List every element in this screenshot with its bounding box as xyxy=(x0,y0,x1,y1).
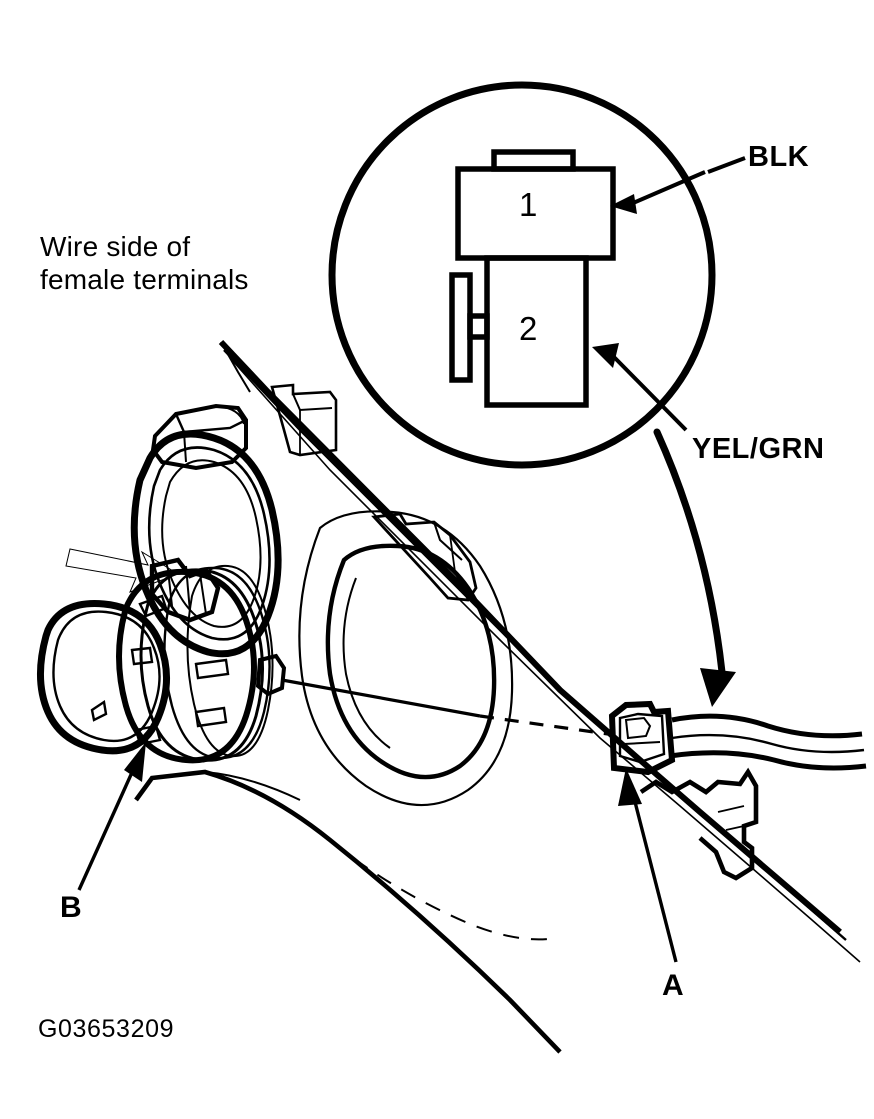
curved-arrow-shaft xyxy=(653,428,726,676)
cap-pull-tab-edge xyxy=(174,413,247,434)
connector-detail-drawing xyxy=(449,149,616,408)
connector-shell-rib xyxy=(623,741,661,745)
cap-pull-tab-top xyxy=(215,405,245,425)
blk-label-stub xyxy=(707,156,746,174)
connector-pin2-body xyxy=(484,255,589,408)
terminal-1-number: 1 xyxy=(519,186,538,223)
socket-front-flange xyxy=(36,600,171,755)
panel-lower-flange-fold xyxy=(717,805,745,813)
cap-pull-tab xyxy=(150,403,248,471)
housing-lower-contour xyxy=(134,769,562,1054)
socket-to-connector-wire xyxy=(281,678,609,736)
curved-arrow-head xyxy=(700,668,736,707)
wire-side-note: Wire side of female terminals xyxy=(40,231,249,296)
wire-hidden-segment xyxy=(479,714,609,736)
connector-shell-outer xyxy=(608,700,676,776)
connector-shell-latch xyxy=(624,716,652,740)
cap-direction-arrow-shape xyxy=(65,548,180,593)
connector-latch-arm xyxy=(467,313,490,340)
panel-lower-flange-fold2 xyxy=(725,825,745,831)
panel-mid-bracket-fold xyxy=(433,521,463,561)
wire-color-label-yel-grn: YEL/GRN xyxy=(692,433,825,465)
housing-bowl-outer xyxy=(298,510,514,807)
yelgrn-arrow-head xyxy=(592,343,619,368)
callout-label-a: A xyxy=(662,969,684,1002)
socket-rubber-cap xyxy=(130,403,282,658)
blk-leader-arrow xyxy=(610,156,746,214)
yelgrn-leader-arrow xyxy=(592,343,688,432)
socket-collar-ring-1 xyxy=(116,568,257,764)
detail-to-connector-curved-arrow xyxy=(653,428,736,707)
callout-b-line xyxy=(77,767,136,891)
socket-face-notch xyxy=(90,699,108,722)
wire-color-label-blk: BLK xyxy=(748,141,810,173)
socket-key-tab-left xyxy=(130,646,154,666)
housing-bowl-inner xyxy=(325,543,497,780)
callout-a-arrowhead xyxy=(618,768,642,806)
blk-arrow-shaft xyxy=(632,170,706,205)
harness-connector xyxy=(608,700,867,776)
socket-front-face xyxy=(52,610,161,743)
callout-b-arrowhead xyxy=(124,742,146,782)
socket-key-tab-top xyxy=(138,594,168,618)
wire-visible-segment xyxy=(281,678,481,718)
bulb-socket-body xyxy=(36,564,287,764)
socket-collar-ring-4 xyxy=(186,564,274,758)
socket-key-tab-lower xyxy=(194,706,228,728)
cap-hinge-rib3 xyxy=(199,573,207,615)
callout-a-leader xyxy=(618,768,678,963)
panel-mid-bracket xyxy=(371,512,478,602)
terminal-2-number: 2 xyxy=(519,310,538,347)
figure-code-label: G03653209 xyxy=(38,1015,175,1043)
panel-upper-bracket-fold xyxy=(292,393,333,412)
panel-rib-apex xyxy=(220,341,251,393)
socket-key-tab-right xyxy=(194,658,230,680)
cap-direction-arrow xyxy=(65,548,180,593)
callout-b-leader xyxy=(77,742,146,891)
connector-wire-upper xyxy=(671,713,863,739)
bulb-socket-assembly xyxy=(36,403,287,764)
connector-pin1-body xyxy=(455,166,616,261)
cap-pull-tab-edge2 xyxy=(183,431,187,463)
panel-lower-flange xyxy=(639,767,759,881)
cap-outer-ring xyxy=(130,430,282,658)
connector-shell-face xyxy=(618,712,666,764)
connector-latch-outer xyxy=(449,272,473,383)
cap-hinge xyxy=(149,557,221,623)
socket-key-tab-bottom xyxy=(134,724,162,746)
callout-label-b: B xyxy=(60,891,82,924)
blk-arrow-head xyxy=(610,194,637,214)
detail-circle-outline xyxy=(328,81,716,469)
yelgrn-arrow-shaft xyxy=(610,353,688,432)
housing-lower-contour-2 xyxy=(204,771,301,801)
housing-bowl-lower-dashed xyxy=(331,841,557,941)
connector-wire-mid xyxy=(671,733,865,754)
panel-upper-bracket xyxy=(270,383,338,457)
callout-a-line xyxy=(632,797,678,963)
connector-wire-lower xyxy=(669,750,867,771)
housing-bowl-rim-highlight xyxy=(342,577,391,749)
detail-circle-group xyxy=(328,81,716,469)
socket-wire-boss xyxy=(255,653,287,697)
